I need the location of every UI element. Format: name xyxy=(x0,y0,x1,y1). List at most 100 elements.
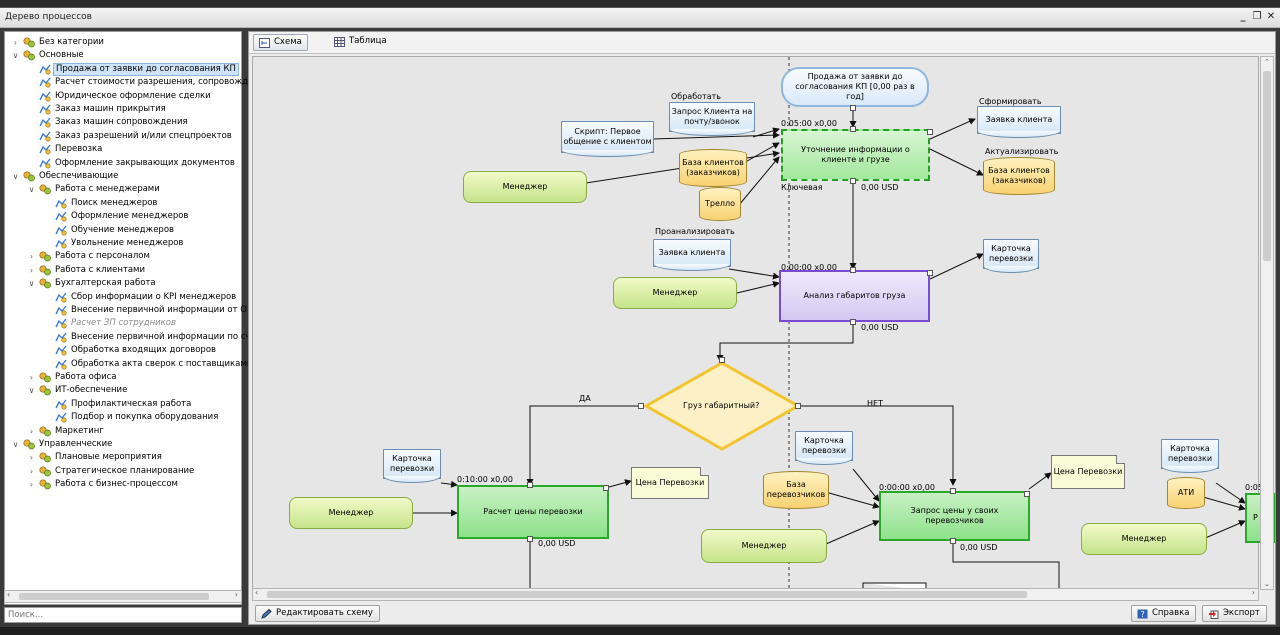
doc-script[interactable]: Скрипт: Первое общение с клиентом xyxy=(561,121,654,157)
scroll-up-icon[interactable]: ⌃ xyxy=(1264,58,1270,66)
tree-item[interactable]: Перевозка xyxy=(5,143,241,156)
function-request-carriers[interactable]: Запрос цены у своих перевозчиков xyxy=(879,491,1030,541)
actor-manager-1[interactable]: Менеджер xyxy=(463,171,587,203)
tree-item[interactable]: ›Без категории xyxy=(5,36,241,49)
doc-card-3[interactable]: Карточка перевозки xyxy=(795,431,853,465)
actor-manager-5[interactable]: Менеджер xyxy=(1081,523,1207,555)
tree-item[interactable]: ›Работа офиса xyxy=(5,371,241,384)
resize-handle[interactable] xyxy=(850,267,856,273)
tree-item[interactable]: Заказ разрешений и/или спецпроектов xyxy=(5,130,241,143)
doc-client-request-in[interactable]: Заявка клиента xyxy=(653,239,731,271)
search-input[interactable] xyxy=(4,607,242,623)
diagram-vertical-scrollbar[interactable]: ⌃ ⌄ xyxy=(1260,56,1274,590)
resize-handle[interactable] xyxy=(603,485,609,491)
db-carriers[interactable]: База перевозчиков xyxy=(763,471,829,509)
tree-item[interactable]: ›Работа с клиентами xyxy=(5,264,241,277)
chevron-down-icon[interactable]: ∨ xyxy=(28,386,35,396)
chevron-right-icon[interactable]: › xyxy=(13,38,18,47)
doc-card-4[interactable]: Карточка перевозки xyxy=(1161,439,1219,473)
vertical-scroll-thumb[interactable] xyxy=(1263,71,1271,261)
scroll-down-icon[interactable]: ⌄ xyxy=(1264,580,1270,588)
chevron-right-icon[interactable]: › xyxy=(29,466,34,476)
tree-item[interactable]: ›Работа с персоналом xyxy=(5,250,241,263)
resize-handle[interactable] xyxy=(527,482,533,488)
actor-manager-3[interactable]: Менеджер xyxy=(289,497,413,529)
tree-item[interactable]: Продажа от заявки до согласования КП xyxy=(5,62,241,76)
tree-item[interactable]: ›Стратегическое планирование xyxy=(5,465,241,478)
chevron-right-icon[interactable]: › xyxy=(29,426,34,436)
resize-handle[interactable] xyxy=(850,178,856,184)
tree-item[interactable]: ›Маркетинг xyxy=(5,425,241,438)
tree-item[interactable]: ∨Бухгалтерская работа xyxy=(5,277,241,290)
chevron-right-icon[interactable]: › xyxy=(29,373,34,382)
tree-item[interactable]: Юридическое оформление сделки xyxy=(5,90,241,103)
tree-scroll-thumb[interactable] xyxy=(19,593,209,600)
tree-item[interactable]: Обработка входящих договоров xyxy=(5,344,241,357)
help-button[interactable]: ? Справка xyxy=(1131,605,1197,622)
chevron-down-icon[interactable]: ∨ xyxy=(28,185,35,195)
doc-price-1[interactable]: Цена Перевозки xyxy=(631,467,709,499)
db-trello[interactable]: Трелло xyxy=(699,187,741,221)
resize-handle[interactable] xyxy=(850,319,856,325)
horizontal-scroll-thumb[interactable] xyxy=(267,591,1027,598)
chevron-right-icon[interactable]: › xyxy=(29,265,34,275)
tree-item[interactable]: Оформление закрывающих документов xyxy=(5,157,241,170)
minimize-button[interactable]: _ xyxy=(1240,11,1246,22)
chevron-down-icon[interactable]: ∨ xyxy=(12,440,19,449)
function-analyze-size[interactable]: Анализ габаритов груза xyxy=(779,270,930,322)
tree-item[interactable]: ∨Управленческие xyxy=(5,438,241,451)
db-ati[interactable]: АТИ xyxy=(1167,477,1205,509)
resize-handle[interactable] xyxy=(850,105,856,111)
tree-item[interactable]: Увольнение менеджеров xyxy=(5,237,241,250)
resize-handle[interactable] xyxy=(950,488,956,494)
resize-handle[interactable] xyxy=(850,126,856,132)
export-button[interactable]: Экспорт xyxy=(1202,605,1267,622)
chevron-down-icon[interactable]: ∨ xyxy=(28,279,35,289)
tree-item[interactable]: ∨Обеспечивающие xyxy=(5,170,241,183)
tree-item[interactable]: Оформление менеджеров xyxy=(5,210,241,223)
tree-item[interactable]: ∨ИТ-обеспечение xyxy=(5,384,241,397)
doc-client-request-out[interactable]: Заявка клиента xyxy=(977,106,1061,138)
scroll-right-icon[interactable]: › xyxy=(1251,588,1255,597)
function-clarify-client[interactable]: Уточнение информации о клиенте и грузе xyxy=(781,129,930,181)
tree-item[interactable]: Обучение менеджеров xyxy=(5,224,241,237)
doc-card-1[interactable]: Карточка перевозки xyxy=(983,239,1039,273)
tree-item[interactable]: Заказ машин сопровождения xyxy=(5,116,241,129)
chevron-right-icon[interactable]: › xyxy=(29,252,34,262)
actor-manager-2[interactable]: Менеджер xyxy=(613,277,737,309)
scroll-right-icon[interactable]: › xyxy=(234,590,238,599)
resize-handle[interactable] xyxy=(950,538,956,544)
doc-card-2[interactable]: Карточка перевозки xyxy=(383,449,441,483)
db-clients[interactable]: База клиентов (заказчиков) xyxy=(679,149,747,187)
tree-item[interactable]: Обработка акта сверок с поставщиками xyxy=(5,358,252,371)
tree-item[interactable]: Сбор информации о KPI менеджеров xyxy=(5,291,241,304)
resize-handle[interactable] xyxy=(927,129,933,135)
start-event[interactable]: Продажа от заявки до согласования КП [0,… xyxy=(781,67,929,107)
tree-item[interactable]: Внесение первичной информации по сч xyxy=(5,331,251,344)
tree-item[interactable]: Расчет ЗП сотрудников xyxy=(5,317,241,330)
tree-horizontal-scrollbar[interactable]: ‹ › xyxy=(4,590,242,603)
tree-item[interactable]: ›Работа с бизнес-процессом xyxy=(5,478,241,491)
db-clients-out[interactable]: База клиентов (заказчиков) xyxy=(983,157,1055,195)
tree-item[interactable]: ∨Основные xyxy=(5,49,241,62)
diagram-canvas[interactable]: Продажа от заявки до согласования КП [0,… xyxy=(252,56,1275,591)
diagram-horizontal-scrollbar[interactable]: ‹ › xyxy=(252,588,1259,601)
doc-price-2[interactable]: Цена Перевозки xyxy=(1051,455,1125,489)
scroll-left-icon[interactable]: ‹ xyxy=(7,590,11,599)
chevron-right-icon[interactable]: › xyxy=(29,453,34,463)
function-calc-price[interactable]: Расчет цены перевозки xyxy=(457,485,609,539)
tree-item[interactable]: Заказ машин прикрытия xyxy=(5,103,241,116)
resize-handle[interactable] xyxy=(1024,491,1030,497)
resize-handle[interactable] xyxy=(927,270,933,276)
resize-handle[interactable] xyxy=(638,403,644,409)
actor-manager-4[interactable]: Менеджер xyxy=(701,529,827,563)
chevron-down-icon[interactable]: ∨ xyxy=(12,172,19,181)
chevron-right-icon[interactable]: › xyxy=(29,480,34,490)
tree-item[interactable]: ›Плановые мероприятия xyxy=(5,451,241,464)
resize-handle[interactable] xyxy=(719,357,725,363)
edit-scheme-button[interactable]: Редактировать схему xyxy=(255,605,380,622)
tree-item[interactable]: Профилактическая работа xyxy=(5,398,241,411)
tab-table[interactable]: Таблица xyxy=(329,34,392,51)
restore-button[interactable]: ❐ xyxy=(1252,11,1262,22)
tab-scheme[interactable]: Схема xyxy=(253,34,308,51)
